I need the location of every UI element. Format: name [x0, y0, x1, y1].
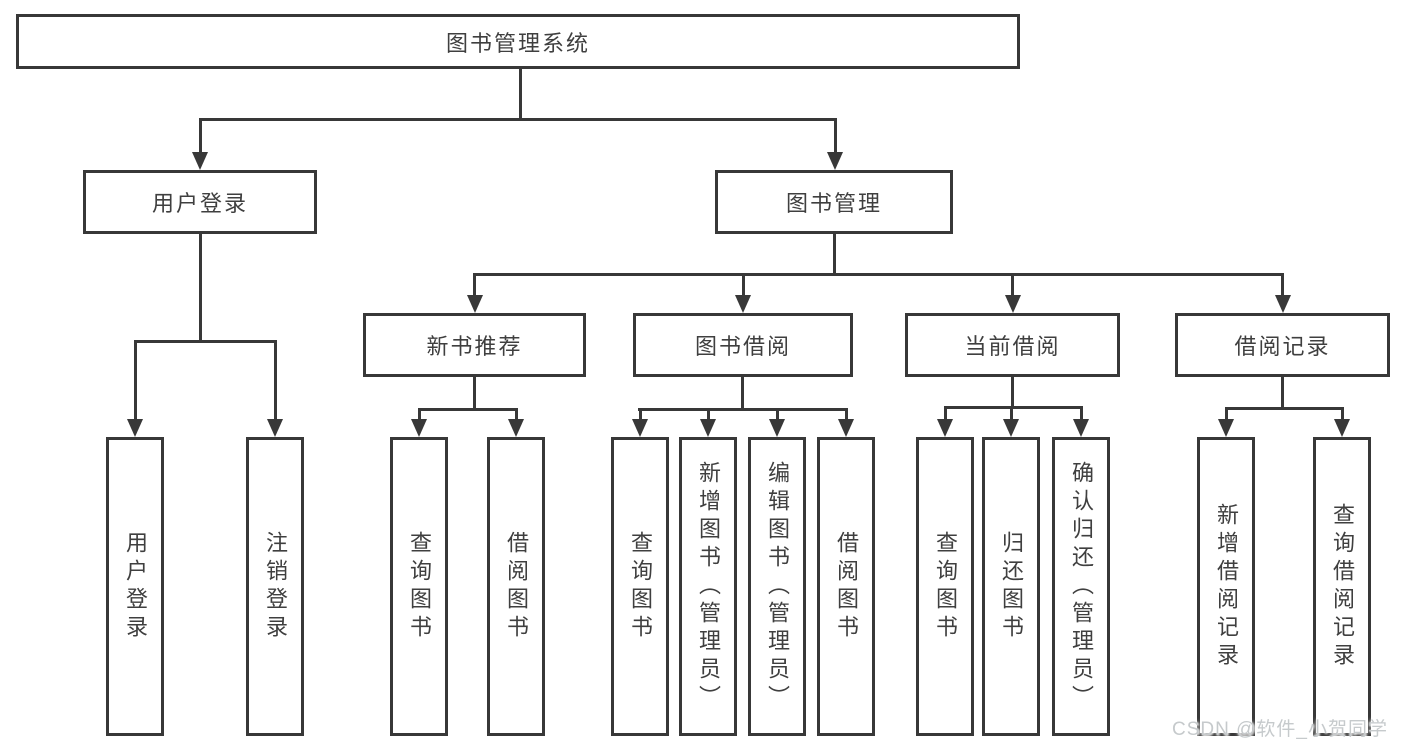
- leaf-borrow-books-recommend-label: 借阅图书: [504, 530, 529, 643]
- connector-records-drop-1: [1225, 407, 1228, 419]
- connector-root-stub: [519, 68, 522, 118]
- connector-borrow-stub: [741, 377, 744, 408]
- arrow-down-icon: [769, 419, 785, 437]
- connector-current-drop-1: [944, 406, 947, 419]
- leaf-query-books-current-label: 查询图书: [933, 530, 958, 643]
- leaf-query-books-recommend: 查询图书: [390, 437, 448, 736]
- node-borrow-records: 借阅记录: [1175, 313, 1390, 377]
- leaf-edit-book-admin-label: 编辑图书（管理员）: [765, 460, 790, 713]
- connector-bookmgmt-hbar: [473, 273, 1284, 276]
- node-current-borrow: 当前借阅: [905, 313, 1120, 377]
- leaf-confirm-return-admin-label: 确认归还（管理员）: [1069, 460, 1094, 713]
- arrow-down-icon: [1005, 295, 1021, 313]
- node-root: 图书管理系统: [16, 14, 1020, 69]
- leaf-query-books-recommend-label: 查询图书: [407, 530, 432, 643]
- arrow-down-icon: [1003, 419, 1019, 437]
- connector-root-drop-left: [199, 118, 202, 152]
- arrow-down-icon: [267, 419, 283, 437]
- node-user-login-label: 用户登录: [151, 191, 248, 216]
- node-book-management: 图书管理: [715, 170, 953, 234]
- arrow-down-icon: [1275, 295, 1291, 313]
- leaf-logout-label: 注销登录: [263, 530, 288, 643]
- arrow-down-icon: [508, 419, 524, 437]
- connector-recommend-drop-1: [418, 408, 421, 419]
- arrow-down-icon: [1073, 419, 1089, 437]
- leaf-return-book: 归还图书: [982, 437, 1040, 736]
- connector-bookmgmt-drop-3: [1011, 273, 1014, 295]
- node-book-borrow-label: 图书借阅: [694, 334, 791, 359]
- node-new-book-recommend: 新书推荐: [363, 313, 586, 377]
- leaf-add-book-admin: 新增图书（管理员）: [679, 437, 737, 736]
- connector-records-drop-2: [1341, 407, 1344, 419]
- connector-userlogin-drop-1: [134, 340, 137, 419]
- leaf-add-book-admin-label: 新增图书（管理员）: [696, 460, 721, 713]
- connector-borrow-hbar: [638, 408, 848, 411]
- connector-borrow-drop-3: [776, 408, 779, 419]
- arrow-down-icon: [127, 419, 143, 437]
- leaf-query-borrow-record-label: 查询借阅记录: [1330, 502, 1355, 671]
- leaf-return-book-label: 归还图书: [999, 530, 1024, 643]
- arrow-down-icon: [827, 152, 843, 170]
- connector-userlogin-stub: [199, 234, 202, 340]
- connector-current-drop-2: [1010, 406, 1013, 419]
- connector-records-hbar: [1225, 407, 1343, 410]
- connector-userlogin-hbar: [134, 340, 276, 343]
- connector-root-hbar: [199, 118, 837, 121]
- leaf-add-borrow-record-label: 新增借阅记录: [1214, 502, 1239, 671]
- arrow-down-icon: [838, 419, 854, 437]
- connector-recommend-hbar: [418, 408, 518, 411]
- connector-borrow-drop-2: [707, 408, 710, 419]
- leaf-borrow-books-label: 借阅图书: [834, 530, 859, 643]
- arrow-down-icon: [632, 419, 648, 437]
- arrow-down-icon: [937, 419, 953, 437]
- node-user-login: 用户登录: [83, 170, 317, 234]
- connector-current-hbar: [944, 406, 1082, 409]
- connector-bookmgmt-stub: [833, 234, 836, 273]
- arrow-down-icon: [192, 152, 208, 170]
- connector-bookmgmt-drop-4: [1281, 273, 1284, 295]
- connector-bookmgmt-drop-2: [742, 273, 745, 295]
- csdn-watermark: CSDN @软件_小贺同学: [1172, 719, 1388, 740]
- leaf-query-books-borrow-label: 查询图书: [628, 530, 653, 643]
- connector-recommend-drop-2: [515, 408, 518, 419]
- connector-borrow-drop-4: [845, 408, 848, 419]
- arrow-down-icon: [700, 419, 716, 437]
- arrow-down-icon: [1218, 419, 1234, 437]
- leaf-borrow-books: 借阅图书: [817, 437, 875, 736]
- connector-records-stub: [1281, 377, 1284, 407]
- connector-recommend-stub: [473, 377, 476, 408]
- node-root-label: 图书管理系统: [445, 30, 590, 56]
- node-current-borrow-label: 当前借阅: [964, 334, 1061, 359]
- node-book-management-label: 图书管理: [785, 191, 882, 216]
- connector-borrow-drop-1: [639, 408, 642, 419]
- connector-bookmgmt-drop-1: [473, 273, 476, 295]
- node-new-book-recommend-label: 新书推荐: [426, 334, 523, 359]
- connector-current-drop-3: [1080, 406, 1083, 419]
- leaf-add-borrow-record: 新增借阅记录: [1197, 437, 1255, 736]
- leaf-edit-book-admin: 编辑图书（管理员）: [748, 437, 806, 736]
- leaf-query-books-current: 查询图书: [916, 437, 974, 736]
- node-borrow-records-label: 借阅记录: [1234, 334, 1331, 359]
- leaf-query-books-borrow: 查询图书: [611, 437, 669, 736]
- leaf-confirm-return-admin: 确认归还（管理员）: [1052, 437, 1110, 736]
- arrow-down-icon: [1334, 419, 1350, 437]
- connector-current-stub: [1011, 377, 1014, 406]
- leaf-user-login: 用户登录: [106, 437, 164, 736]
- arrow-down-icon: [467, 295, 483, 313]
- leaf-borrow-books-recommend: 借阅图书: [487, 437, 545, 736]
- leaf-user-login-label: 用户登录: [123, 530, 148, 643]
- arrow-down-icon: [411, 419, 427, 437]
- node-book-borrow: 图书借阅: [633, 313, 853, 377]
- connector-userlogin-drop-2: [274, 340, 277, 419]
- arrow-down-icon: [735, 295, 751, 313]
- leaf-logout: 注销登录: [246, 437, 304, 736]
- leaf-query-borrow-record: 查询借阅记录: [1313, 437, 1371, 736]
- connector-root-drop-right: [834, 118, 837, 152]
